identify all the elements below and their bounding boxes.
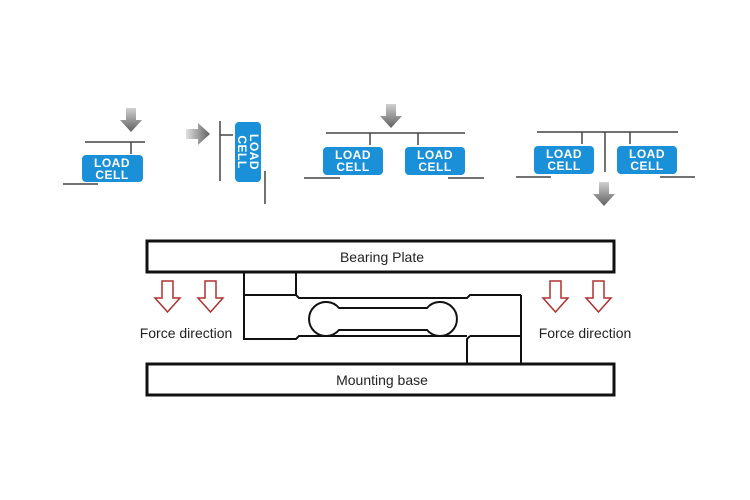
mounting-base-label: Mounting base xyxy=(336,372,428,388)
example-single-side-load: LOAD CELL xyxy=(186,121,266,204)
load-cell-label-1: LOAD xyxy=(629,147,665,161)
load-cell-label-2: CELL xyxy=(95,168,128,182)
load-cell-label-2: CELL xyxy=(235,135,249,168)
load-cell-block xyxy=(235,122,261,182)
assembly-diagram: Bearing Plate Mounting base Force direct… xyxy=(140,239,632,397)
load-cell-block xyxy=(534,146,594,174)
load-cell-block xyxy=(405,147,465,175)
example-dual-hanging-load: LOAD CELL LOAD CELL xyxy=(516,131,695,206)
load-cell-block xyxy=(617,146,677,174)
load-cell-block xyxy=(323,147,383,175)
load-cell-label-1: LOAD xyxy=(546,147,582,161)
force-arrow-icon xyxy=(196,280,225,314)
bearing-plate-label: Bearing Plate xyxy=(340,249,424,265)
load-cell-label-2: CELL xyxy=(547,159,580,173)
load-cell-label-1: LOAD xyxy=(247,134,261,170)
example-dual-top-load: LOAD CELL LOAD CELL xyxy=(304,104,484,179)
load-arrow-icon xyxy=(593,182,615,206)
force-direction-label-right: Force direction xyxy=(539,325,632,341)
mounting-base xyxy=(145,362,616,397)
load-cell-label-2: CELL xyxy=(418,160,451,174)
load-cell-label-1: LOAD xyxy=(94,156,130,170)
force-arrows-right xyxy=(541,280,613,314)
load-cell-label-2: CELL xyxy=(336,160,369,174)
load-cell-label-1: LOAD xyxy=(335,148,371,162)
force-arrows-left xyxy=(153,280,225,314)
force-arrow-icon xyxy=(541,280,570,314)
force-arrow-icon xyxy=(153,280,182,314)
example-single-top-load: LOAD CELL xyxy=(63,108,145,185)
bearing-plate xyxy=(145,239,616,274)
force-direction-label-left: Force direction xyxy=(140,325,233,341)
load-cell-block xyxy=(82,155,143,182)
load-arrow-icon xyxy=(120,108,142,132)
load-cell-label-2: CELL xyxy=(630,159,663,173)
force-arrow-icon xyxy=(584,280,613,314)
load-cell-label-1: LOAD xyxy=(417,148,453,162)
load-cell-body xyxy=(243,272,522,364)
load-arrow-icon xyxy=(186,123,210,145)
load-arrow-icon xyxy=(380,104,402,128)
